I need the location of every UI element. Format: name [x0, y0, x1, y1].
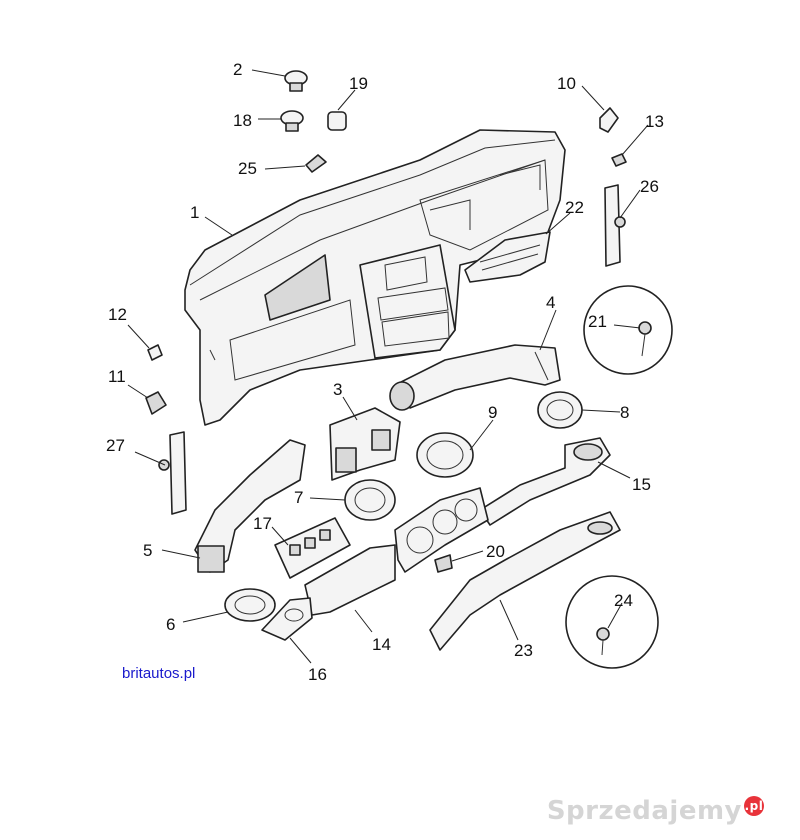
callout-2: 2	[233, 60, 242, 79]
callout-12: 12	[108, 305, 127, 324]
callout-5: 5	[143, 541, 152, 560]
callout-22: 22	[565, 198, 584, 217]
cluster-surround	[394, 487, 489, 573]
callout-16: 16	[308, 665, 327, 684]
detail-circle-21	[583, 285, 673, 375]
leader-lines	[127, 69, 649, 664]
air-vent-7	[344, 479, 396, 521]
air-vent-8	[537, 391, 583, 429]
vent-grille-22	[464, 231, 551, 283]
duct-junction-3	[329, 407, 401, 481]
callout-18: 18	[233, 111, 252, 130]
switch-panel-17	[274, 517, 351, 579]
callout-6: 6	[166, 615, 175, 634]
site-label: britautos.pl	[122, 665, 196, 682]
callout-9: 9	[488, 403, 497, 422]
callout-27: 27	[106, 436, 125, 455]
bracket-26	[604, 184, 626, 267]
callout-25: 25	[238, 159, 257, 178]
callout-20: 20	[486, 542, 505, 561]
callout-14: 14	[372, 635, 391, 654]
air-vent-9	[416, 432, 474, 478]
side-duct-5	[194, 439, 306, 573]
callout-26: 26	[640, 177, 659, 196]
callout-7: 7	[294, 488, 303, 507]
callout-17: 17	[253, 514, 272, 533]
bracket-25	[305, 154, 327, 173]
detail-circle-24	[565, 575, 659, 669]
callout-10: 10	[557, 74, 576, 93]
callout-labels: 1 2 3 4 5 6 7 8 9 10 11 12 13 14 15 16 1…	[106, 60, 664, 684]
brand-watermark: Sprzedajemy.pl	[547, 796, 764, 826]
clip-2	[284, 70, 308, 92]
brand-name: Sprzedajemy	[546, 796, 742, 826]
clip-12	[147, 344, 163, 361]
bracket-27	[158, 431, 187, 515]
callout-11: 11	[108, 367, 126, 386]
callout-13: 13	[645, 112, 664, 131]
callout-1: 1	[190, 203, 199, 222]
nut-13	[611, 153, 627, 167]
clip-11	[145, 391, 167, 415]
dashboard-panel-part	[184, 129, 566, 426]
air-vent-6	[224, 588, 276, 622]
trim-panel-15	[479, 437, 611, 526]
callout-8: 8	[620, 403, 629, 422]
cap-19	[327, 111, 347, 131]
plug-10	[599, 107, 619, 133]
callout-19: 19	[349, 74, 368, 93]
clip-18	[280, 110, 304, 132]
clip-20	[434, 554, 453, 573]
callout-21: 21	[588, 312, 607, 331]
callout-24: 24	[614, 591, 633, 610]
callout-23: 23	[514, 641, 533, 660]
air-duct-4	[389, 344, 561, 411]
callout-3: 3	[333, 380, 342, 399]
callout-15: 15	[632, 475, 651, 494]
callout-4: 4	[546, 293, 555, 312]
trim-bezel-16	[261, 597, 313, 641]
brand-badge: .pl	[744, 796, 764, 816]
trim-strip-23	[429, 511, 621, 651]
